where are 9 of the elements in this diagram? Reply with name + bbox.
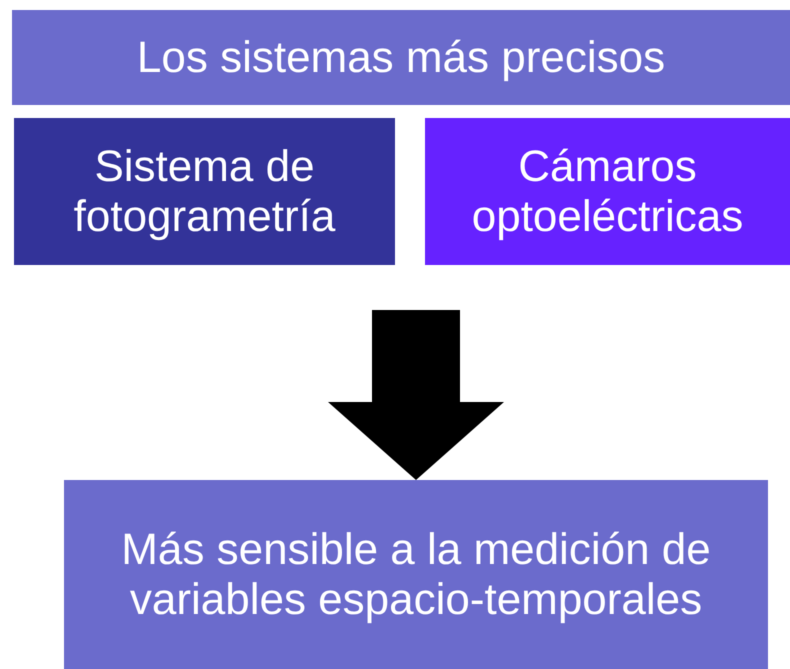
box-text: Más sensible a la medición de variables espacio-temporales [120,525,712,624]
text-box [12,10,790,105]
text-box [14,118,395,265]
box-text: Sistema de fotogrametría [72,142,336,241]
block-arrow [328,310,504,480]
box-text: Los sistemas más precisos [136,32,666,82]
text-box [64,480,768,669]
box-text: Cámaros optoeléctricas [470,142,744,241]
text-box [425,118,790,265]
